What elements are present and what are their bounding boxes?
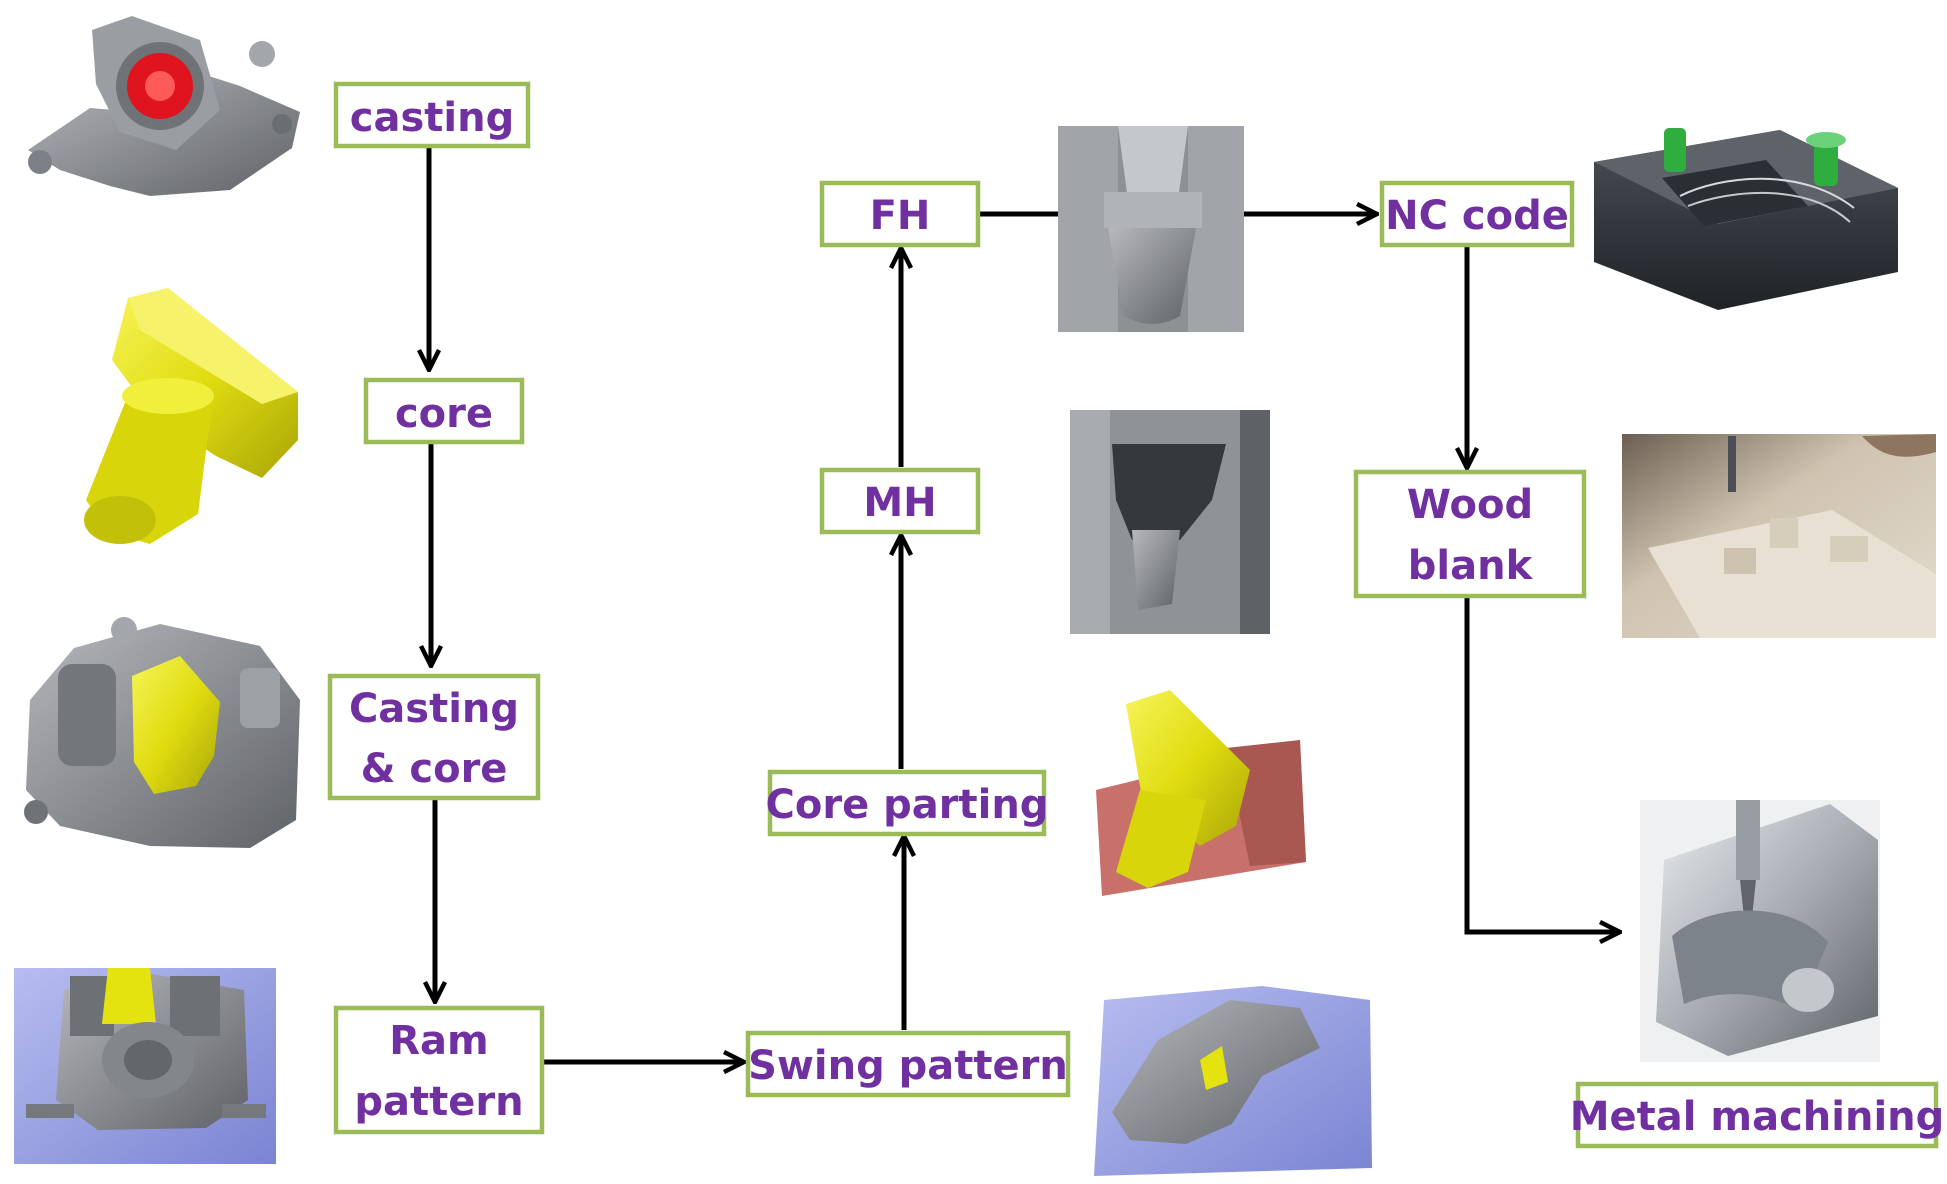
metal-machining-box [1575,1081,1939,1149]
node-labels: casting core Casting & core Ram pattern … [349,95,1944,1140]
core-image [84,288,298,544]
ram-pattern-image [14,968,276,1164]
casting-core-image [24,617,300,848]
ram-pattern-box [333,1005,545,1135]
swing-pattern-image [1094,986,1372,1176]
swing-pattern-label: Swing pattern [748,1043,1068,1089]
metal-machining-label: Metal machining [1570,1094,1945,1140]
wood-blank-box [1353,469,1587,599]
arrow-wood-blank-to-metal-machining [1464,598,1618,932]
wood-blank-label-line1: Wood [1407,482,1533,528]
connectors [429,148,1618,1062]
mh-label: MH [863,480,936,526]
core-parting-label: Core parting [766,782,1049,828]
mh-box [819,467,981,535]
mh-image [1070,410,1270,634]
casting-core-box [327,673,541,801]
node-boxes [327,81,1939,1149]
swing-pattern-box [745,1030,1071,1098]
core-box [363,377,525,445]
wood-blank-label-line2: blank [1408,543,1534,589]
fh-image [1058,126,1244,332]
nc-code-box [1379,180,1575,248]
core-parting-box [767,769,1047,837]
ram-pattern-label-line2: pattern [354,1079,523,1125]
wood-blank-image [1622,434,1936,638]
casting-label: casting [350,95,514,141]
metal-machining-image [1640,800,1880,1062]
core-label: core [395,391,493,437]
casting-core-label-line2: & core [361,746,508,792]
nc-code-label: NC code [1385,193,1569,239]
casting-core-label-line1: Casting [349,686,519,732]
casting-box [333,81,531,149]
core-parting-image [1096,690,1306,896]
nc-code-image [1594,128,1898,310]
ram-pattern-label-line1: Ram [389,1018,488,1064]
fh-label: FH [870,193,931,239]
fh-box [819,180,981,248]
casting-image [28,16,300,196]
